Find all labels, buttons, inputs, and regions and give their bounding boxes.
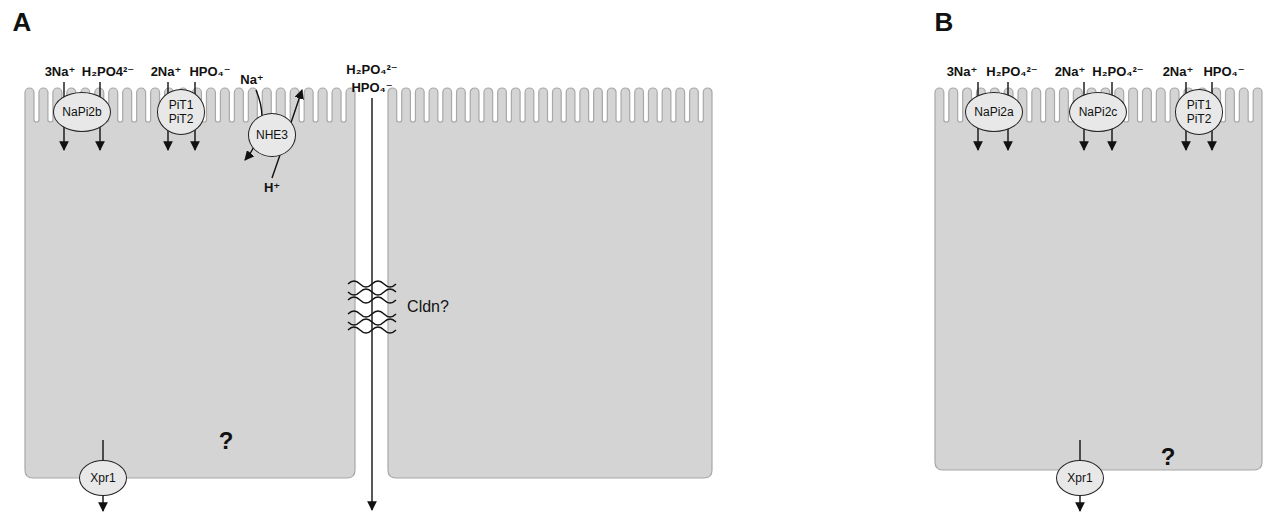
panel-letter: B bbox=[935, 7, 954, 38]
question-mark: ? bbox=[1161, 442, 1176, 471]
ion-label: HPO₄⁻ bbox=[1203, 64, 1244, 80]
flux-arrows bbox=[64, 82, 1212, 511]
ion-label: H₂PO4²⁻ bbox=[82, 64, 134, 80]
ion-label: 2Na⁺ bbox=[151, 64, 182, 80]
transporter-oval: NaPi2a bbox=[965, 92, 1024, 132]
transporter-oval: Xpr1 bbox=[1056, 460, 1104, 496]
ion-label: 2Na⁺ bbox=[1055, 64, 1086, 80]
transporter-oval: PiT1 PiT2 bbox=[157, 89, 205, 135]
transporter-name: Xpr1 bbox=[1067, 471, 1092, 485]
flux-arrow bbox=[371, 98, 372, 510]
ion-label: HPO₄⁻ bbox=[351, 80, 392, 96]
claudin-label: Cldn? bbox=[407, 297, 449, 316]
ion-label: HPO₄⁻ bbox=[189, 64, 230, 80]
panel-letter: A bbox=[13, 7, 32, 38]
transporter-name: NHE3 bbox=[256, 128, 288, 142]
ion-label: H₂PO₄²⁻ bbox=[346, 62, 397, 78]
ion-label: 3Na⁺ bbox=[45, 64, 76, 80]
epithelial-cell bbox=[388, 88, 712, 478]
epithelial-cell bbox=[935, 88, 1262, 470]
transporter-oval: NaPi2c bbox=[1069, 92, 1127, 132]
transporter-name: PiT1 PiT2 bbox=[1183, 98, 1215, 126]
transporter-name: Xpr1 bbox=[90, 471, 115, 485]
ion-label: H₂PO₄²⁻ bbox=[1092, 64, 1143, 80]
transporter-name: NaPi2b bbox=[62, 105, 101, 119]
ion-label: H⁺ bbox=[264, 180, 280, 196]
transporter-oval: NaPi2b bbox=[53, 92, 112, 132]
ion-label: Na⁺ bbox=[240, 72, 263, 88]
question-mark: ? bbox=[219, 426, 234, 455]
transporter-name: NaPi2a bbox=[974, 105, 1013, 119]
ion-label: 3Na⁺ bbox=[947, 64, 978, 80]
transporter-oval: PiT1 PiT2 bbox=[1175, 89, 1223, 135]
ion-label: 2Na⁺ bbox=[1163, 64, 1194, 80]
transporter-name: PiT1 PiT2 bbox=[165, 98, 197, 126]
transporter-oval: Xpr1 bbox=[79, 460, 127, 496]
ion-label: H₂PO₄²⁻ bbox=[986, 64, 1037, 80]
epithelial-cell bbox=[25, 88, 355, 478]
transporter-name: NaPi2c bbox=[1079, 105, 1118, 119]
transporter-oval: NHE3 bbox=[248, 113, 296, 157]
